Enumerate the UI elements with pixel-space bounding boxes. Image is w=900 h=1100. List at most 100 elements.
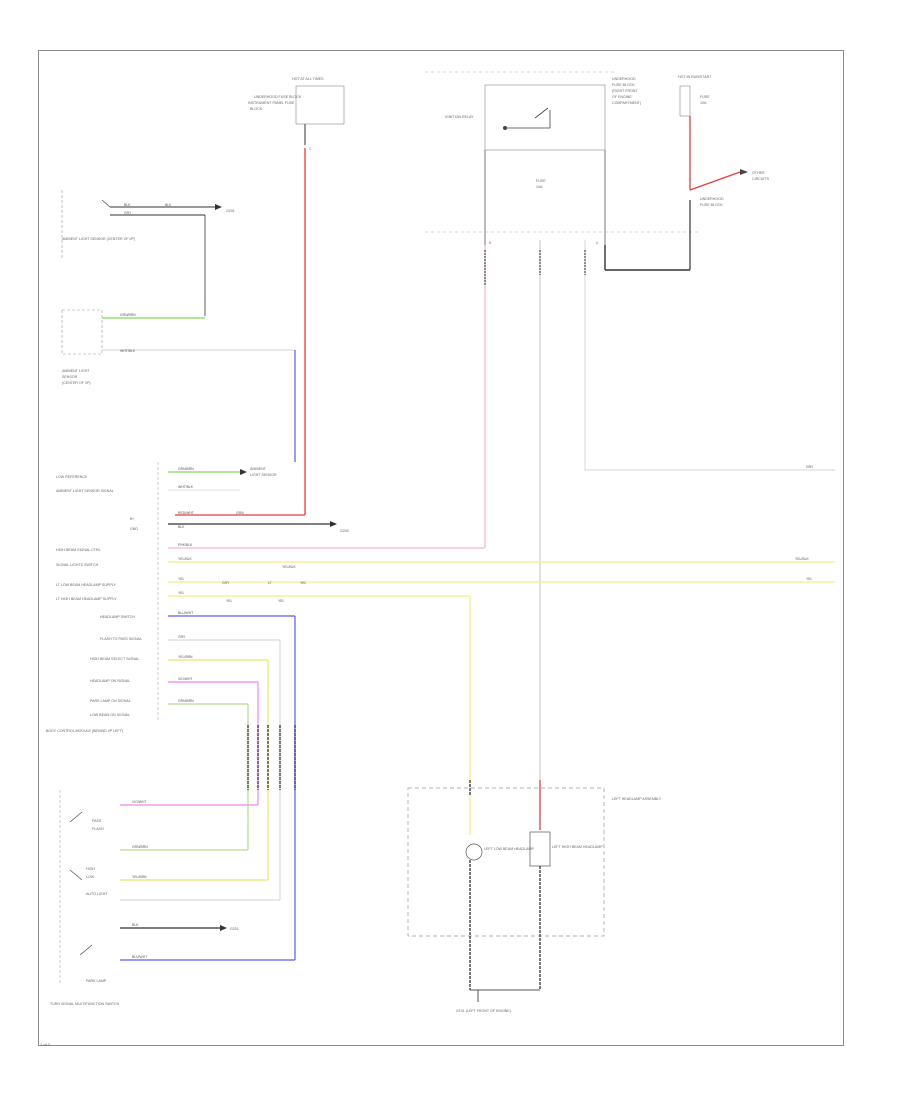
svg-text:YEL: YEL <box>806 577 813 581</box>
svg-text:LT LOW BEAM HEADLAMP SUPPLY: LT LOW BEAM HEADLAMP SUPPLY <box>56 583 116 587</box>
svg-text:UNDERHOOD: UNDERHOOD <box>612 77 636 81</box>
svg-text:AMBIENT: AMBIENT <box>250 467 267 471</box>
svg-text:BLK: BLK <box>132 923 139 927</box>
ignition-relay: IGNITION RELAY UNDERHOOD FUSE BLOCK (RIG… <box>425 71 700 245</box>
svg-text:10A: 10A <box>700 101 707 105</box>
svg-text:A: A <box>596 241 599 245</box>
svg-text:YEL/BLK: YEL/BLK <box>178 557 192 561</box>
svg-text:LOW: LOW <box>86 875 95 879</box>
svg-text:(RIGHT FRONT: (RIGHT FRONT <box>612 89 638 93</box>
svg-text:AMBIENT LIGHT: AMBIENT LIGHT <box>62 369 90 373</box>
svg-text:RED/WHT: RED/WHT <box>178 511 194 515</box>
svg-text:AMBIENT LIGHT SENSOR SIGNAL: AMBIENT LIGHT SENSOR SIGNAL <box>56 489 114 493</box>
svg-text:GRN/BRN: GRN/BRN <box>132 845 148 849</box>
svg-text:FUSE BLOCK: FUSE BLOCK <box>700 203 723 207</box>
svg-text:WHT/BLK: WHT/BLK <box>120 349 136 353</box>
bcm-label: BODY CONTROL MODULE (BEHIND I/P LEFT) <box>46 729 123 733</box>
svg-text:CIRCUITS: CIRCUITS <box>752 177 770 181</box>
headlamp-assembly: LEFT HEADLAMP ASSEMBLY LEFT LOW BEAM HEA… <box>407 780 662 1013</box>
svg-text:GRN/BRN: GRN/BRN <box>120 313 136 317</box>
svg-text:BLOCK: BLOCK <box>250 107 263 111</box>
svg-text:YEL: YEL <box>178 577 185 581</box>
svg-text:OF ENGINE: OF ENGINE <box>612 95 632 99</box>
svg-text:FUSE: FUSE <box>536 179 546 183</box>
svg-text:LT HIGH BEAM HEADLAMP SUPPLY: LT HIGH BEAM HEADLAMP SUPPLY <box>56 597 117 601</box>
svg-text:FUSE BLOCK: FUSE BLOCK <box>612 83 635 87</box>
svg-text:10A: 10A <box>536 185 543 189</box>
page-footer: 1 of 2 <box>40 1042 51 1047</box>
svg-text:G201: G201 <box>230 927 239 931</box>
svg-text:PASS: PASS <box>92 819 102 823</box>
svg-text:B: B <box>489 241 492 245</box>
svg-text:HIGH BEAM SELECT SIGNAL: HIGH BEAM SELECT SIGNAL <box>90 657 139 661</box>
turn-signal-switch-label: TURN SIGNAL MULTIFUNCTION SWITCH <box>50 1002 120 1006</box>
svg-text:LIGHT SENSOR: LIGHT SENSOR <box>250 473 277 477</box>
svg-text:GRN/BRN: GRN/BRN <box>178 467 194 471</box>
svg-text:FUSE: FUSE <box>700 95 710 99</box>
ground-label: G101 (LEFT FRONT OF ENGINE) <box>456 1009 511 1013</box>
fuse-source-left: HOT AT ALL TIMES UNDERHOOD FUSE BLOCK IN… <box>248 77 345 125</box>
ignition-relay-label: IGNITION RELAY <box>445 115 474 119</box>
svg-text:FLASH TO PASS SIGNAL: FLASH TO PASS SIGNAL <box>100 637 142 641</box>
svg-text:AUTO LIGHT: AUTO LIGHT <box>86 892 108 896</box>
svg-text:GND: GND <box>130 527 138 531</box>
svg-text:LOW BEAM ON SIGNAL: LOW BEAM ON SIGNAL <box>90 713 130 717</box>
svg-text:(CENTER OF I/P): (CENTER OF I/P) <box>62 381 91 385</box>
bplus-wire: C <box>175 124 312 516</box>
fuse-block-right: HOT IN RUN/START FUSE 10A OTHER CIRCUITS… <box>604 75 770 271</box>
ambient-light-sensor-label: AMBIENT LIGHT SENSOR (CENTER OF I/P) <box>62 237 135 241</box>
svg-text:VIO/WHT: VIO/WHT <box>132 800 147 804</box>
svg-text:GRN: GRN <box>236 511 244 515</box>
svg-text:HEADLAMP ON SIGNAL: HEADLAMP ON SIGNAL <box>90 679 130 683</box>
svg-text:YEL: YEL <box>226 599 233 603</box>
svg-text:HIGH BEAM SIGNAL CTRL: HIGH BEAM SIGNAL CTRL <box>56 548 101 552</box>
svg-text:BLK: BLK <box>178 525 185 529</box>
svg-text:GRY: GRY <box>806 465 814 469</box>
low-beam-label: LEFT LOW BEAM HEADLAMP <box>484 847 534 851</box>
svg-text:G200: G200 <box>340 529 349 533</box>
svg-text:PNK/BLK: PNK/BLK <box>178 543 193 547</box>
fuse-label-left: UNDERHOOD FUSE BLOCK <box>254 95 302 99</box>
svg-text:GRY: GRY <box>178 635 186 639</box>
svg-text:HIGH: HIGH <box>86 867 95 871</box>
svg-text:BLU/WHT: BLU/WHT <box>132 955 147 959</box>
svg-text:YEL: YEL <box>300 581 307 585</box>
svg-text:YEL/BRN: YEL/BRN <box>132 875 147 879</box>
hot-in-run-label: HOT IN RUN/START <box>678 75 712 79</box>
svg-text:B+: B+ <box>130 517 135 521</box>
harness-connector <box>247 725 296 790</box>
svg-text:YEL/BLK: YEL/BLK <box>795 557 809 561</box>
svg-text:VIO/WHT: VIO/WHT <box>178 677 193 681</box>
high-beam-label: LEFT HIGH BEAM HEADLAMP <box>552 845 603 849</box>
hot-at-all-times-label: HOT AT ALL TIMES <box>292 77 324 81</box>
bcm-pin-labels: LOW REFERENCE AMBIENT LIGHT SENSOR SIGNA… <box>56 475 142 717</box>
svg-text:WHT/BLK: WHT/BLK <box>178 485 194 489</box>
misc-labels: GRY LT YEL YEL YEL YEL/BLK GRN <box>222 511 307 603</box>
bcm-block: BODY CONTROL MODULE (BEHIND I/P LEFT) <box>46 462 159 733</box>
ambient-light-sensor: AMBIENT LIGHT SENSOR (CENTER OF I/P) BLK… <box>61 190 235 316</box>
turn-signal-switch: G201 VIO/WHT GRN/BRN YEL/BRN BLK BLU/WHT… <box>50 790 295 1006</box>
svg-text:PARK LAMP: PARK LAMP <box>86 979 107 983</box>
svg-text:YEL/BRN: YEL/BRN <box>178 655 193 659</box>
svg-text:INSTRUMENT PANEL FUSE: INSTRUMENT PANEL FUSE <box>248 101 295 105</box>
svg-text:YEL: YEL <box>178 591 185 595</box>
svg-text:GRN/BRN: GRN/BRN <box>178 699 194 703</box>
bcm-wires: AMBIENT LIGHT SENSOR G200 YEL/BLK YEL GR… <box>168 467 835 960</box>
svg-text:BLU/WHT: BLU/WHT <box>178 611 193 615</box>
sensor-connector: GRN/BRN WHT/BLK AMBIENT LIGHT SENSOR (CE… <box>61 309 296 462</box>
svg-text:YEL: YEL <box>278 599 285 603</box>
svg-text:LT: LT <box>268 581 272 585</box>
svg-text:C: C <box>309 147 312 151</box>
svg-text:GRY: GRY <box>222 581 230 585</box>
svg-text:FLASH: FLASH <box>92 827 104 831</box>
svg-text:BLK: BLK <box>165 203 172 207</box>
svg-text:SIGNAL LIGHTS SWITCH: SIGNAL LIGHTS SWITCH <box>56 563 99 567</box>
diagram-frame <box>38 50 844 1046</box>
center-feeds: GRY B A <box>484 240 835 780</box>
svg-text:PARK LAMP ON SIGNAL: PARK LAMP ON SIGNAL <box>90 699 131 703</box>
svg-text:UNDERHOOD: UNDERHOOD <box>700 197 724 201</box>
svg-text:COMPARTMENT): COMPARTMENT) <box>612 101 641 105</box>
svg-text:YEL/BLK: YEL/BLK <box>282 565 296 569</box>
svg-text:G201: G201 <box>226 209 235 213</box>
